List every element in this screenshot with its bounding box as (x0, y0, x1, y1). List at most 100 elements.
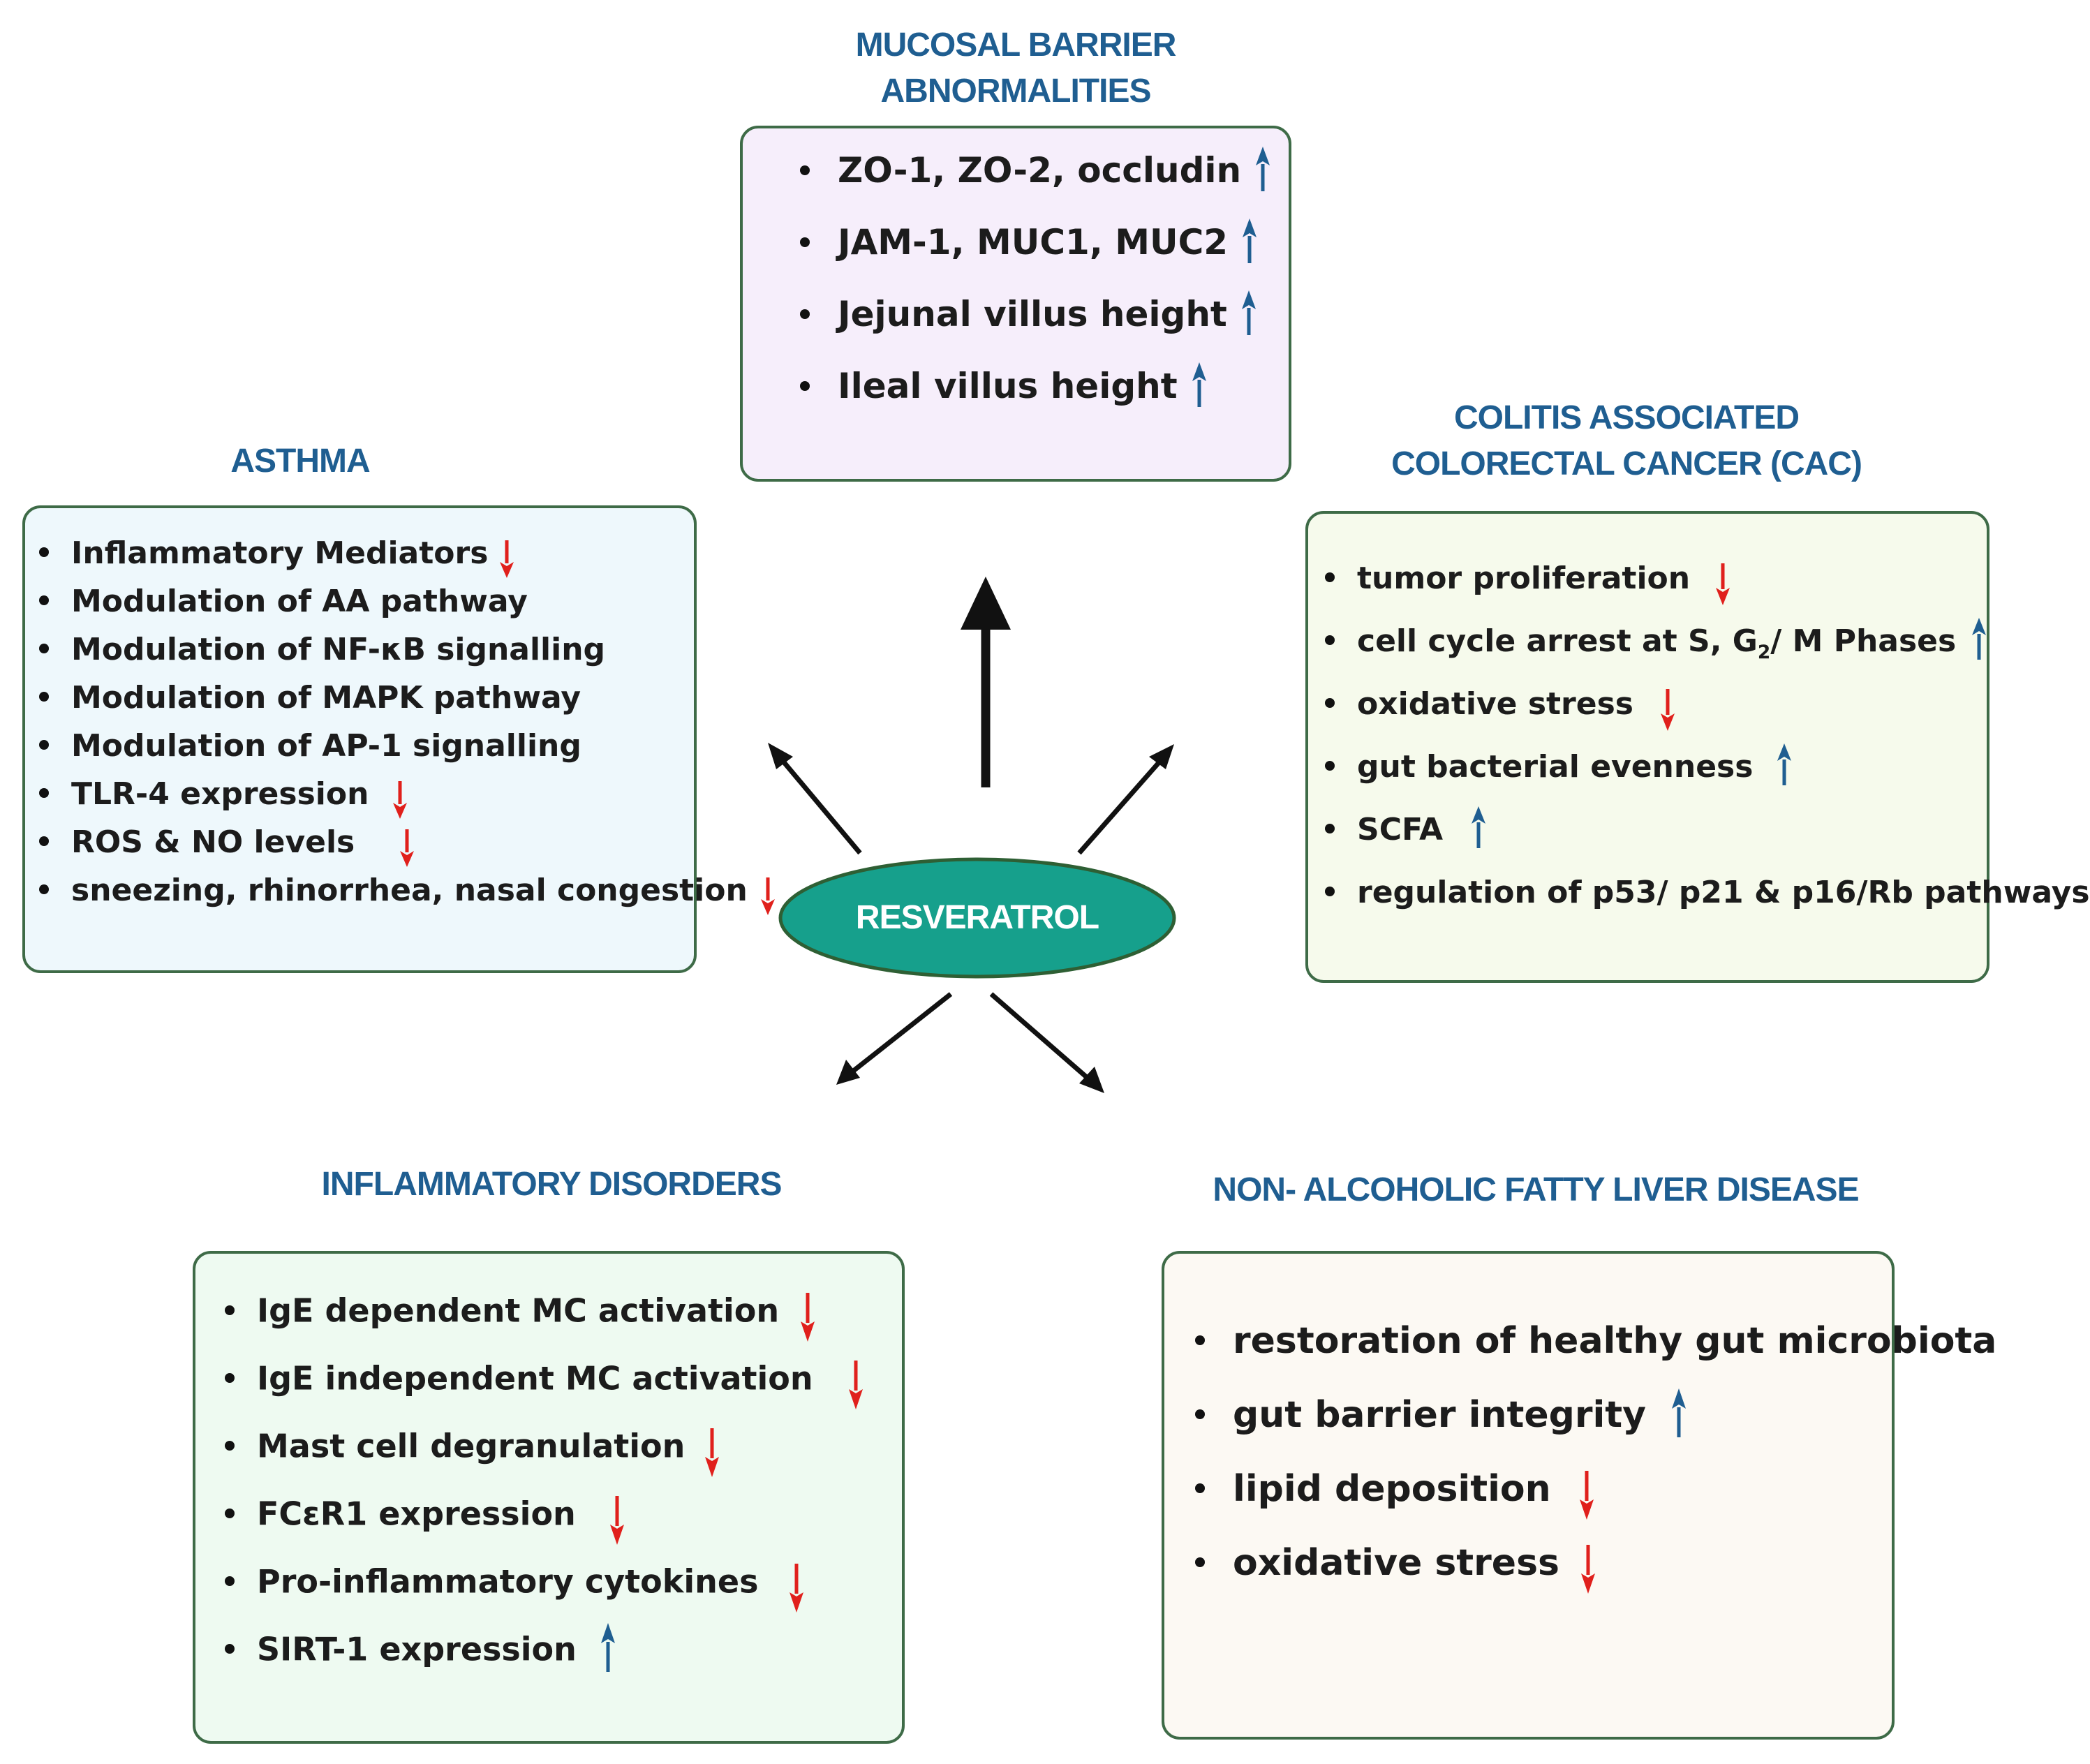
mucosal-title-line1: MUCOSAL BARRIER (855, 27, 1177, 64)
mucosal-title-line2: ABNORMALITIES (880, 73, 1152, 110)
inflammatory-item: Pro-inflammatory cytokines (225, 1559, 804, 1613)
bullet-icon (800, 165, 810, 175)
bullet-icon (1325, 572, 1335, 582)
asthma-item-text: ROS & NO levels (71, 824, 355, 860)
down-arrow-icon (704, 1428, 720, 1477)
asthma-item: Modulation of AA pathway (39, 581, 528, 621)
bullet-icon (39, 547, 49, 557)
bullet-icon (1195, 1409, 1205, 1419)
bullet-icon (225, 1509, 235, 1518)
resveratrol-ellipse (778, 857, 1176, 979)
inflammatory-item: Mast cell degranulation (225, 1424, 720, 1477)
asthma-item: Modulation of AP-1 signalling (39, 726, 581, 766)
bullet-icon (1325, 635, 1335, 645)
mucosal-box (740, 126, 1291, 482)
asthma-box (22, 505, 697, 973)
up-arrow-icon (600, 1623, 616, 1672)
asthma-item-text: Inflammatory Mediators (71, 535, 489, 571)
cac-box (1305, 511, 1989, 983)
asthma-item: ROS & NO levels (39, 822, 415, 867)
inflammatory-item-text: FCεR1 expression (257, 1495, 576, 1533)
asthma-item: Modulation of MAPK pathway (39, 678, 581, 718)
cac-item-text: tumor proliferation (1357, 561, 1691, 596)
cac-item: tumor proliferation (1325, 558, 1730, 605)
cac-item: SCFA (1325, 806, 1486, 852)
bullet-icon (800, 380, 810, 391)
bullet-icon (39, 740, 49, 750)
bullet-icon (1195, 1335, 1205, 1345)
inflammatory-item-text: Pro-inflammatory cytokines (257, 1562, 759, 1601)
down-arrow-icon (609, 1496, 625, 1545)
up-arrow-icon (1255, 146, 1270, 191)
asthma-item: sneezing, rhinorrhea, nasal congestion (39, 870, 776, 915)
asthma-item: Inflammatory Mediators (39, 533, 514, 578)
bullet-icon (225, 1305, 235, 1315)
bullet-icon (800, 237, 810, 247)
arrow-to-cac (1077, 744, 1174, 855)
nafld-item-text: oxidative stress (1233, 1542, 1559, 1584)
cac-item-text: cell cycle arrest at S, G2/ M Phases (1357, 623, 1957, 663)
asthma-item-text: Modulation of AA pathway (71, 584, 528, 619)
down-arrow-icon (399, 829, 415, 867)
bullet-icon (39, 884, 49, 894)
bullet-icon (39, 836, 49, 846)
cac-item: cell cycle arrest at S, G2/ M Phases (1325, 618, 1987, 672)
cac-item-text-sub: 2 (1757, 641, 1771, 663)
nafld-box (1162, 1251, 1895, 1740)
asthma-item-text: Modulation of NF-κB signalling (71, 632, 606, 667)
bullet-icon (1325, 824, 1335, 833)
up-arrow-icon (1471, 806, 1486, 848)
down-arrow-icon (499, 540, 514, 578)
nafld-item-text: restoration of healthy gut microbiota (1233, 1320, 1997, 1362)
bullet-icon (1195, 1557, 1205, 1567)
resveratrol-label: RESVERATROL (855, 899, 1099, 936)
inflammatory-item: IgE dependent MC activation (225, 1289, 815, 1342)
cac-item-text-post: / M Phases (1770, 623, 1957, 659)
mucosal-item: ZO-1, ZO-2, occludin (800, 146, 1270, 195)
down-arrow-icon (1579, 1471, 1594, 1520)
asthma-item-text: Modulation of MAPK pathway (71, 680, 581, 716)
cac-item-text: regulation of p53/ p21 & p16/Rb pathways (1357, 875, 2090, 910)
inflammatory-item-text: SIRT-1 expression (257, 1630, 577, 1668)
cac-title: COLITIS ASSOCIATED COLORECTAL CANCER (CA… (1382, 395, 1871, 487)
bullet-icon (39, 692, 49, 702)
down-arrow-icon (392, 781, 408, 819)
asthma-title: ASTHMA (230, 443, 370, 480)
down-arrow-icon (1580, 1545, 1596, 1594)
cac-item: gut bacterial evenness (1325, 743, 1792, 790)
cac-item-text-pre: cell cycle arrest at S, G (1357, 623, 1758, 659)
up-arrow-icon (1192, 362, 1207, 407)
inflammatory-title: INFLAMMATORY DISORDERS (321, 1166, 783, 1203)
bullet-icon (1325, 887, 1335, 896)
arrow-to-asthma (768, 743, 862, 855)
bullet-icon (225, 1576, 235, 1586)
bullet-icon (39, 595, 49, 605)
asthma-item-text: Modulation of AP-1 signalling (71, 728, 581, 764)
cac-title-line2: COLORECTAL CANCER (CAC) (1391, 445, 1862, 482)
up-arrow-icon (1242, 218, 1257, 263)
bullet-icon (1195, 1483, 1205, 1493)
cac-item-text: oxidative stress (1357, 686, 1633, 722)
nafld-item: lipid deposition (1195, 1466, 1594, 1520)
mucosal-item: Ileal villus height (800, 362, 1207, 411)
inflammatory-item-text: IgE dependent MC activation (257, 1291, 780, 1330)
mucosal-item: JAM-1, MUC1, MUC2 (800, 218, 1257, 267)
up-arrow-icon (1241, 290, 1257, 335)
down-arrow-icon (1660, 689, 1675, 731)
inflammatory-box (193, 1251, 905, 1744)
cac-item: regulation of p53/ p21 & p16/Rb pathways (1325, 873, 2090, 912)
arrow-to-nafld (989, 992, 1104, 1093)
inflammatory-item: SIRT-1 expression (225, 1623, 616, 1676)
nafld-item: oxidative stress (1195, 1540, 1596, 1594)
cac-item-text: gut bacterial evenness (1357, 749, 1754, 785)
mucosal-item-text: ZO-1, ZO-2, occludin (838, 150, 1242, 191)
mucosal-item: Jejunal villus height (800, 290, 1257, 339)
inflammatory-item: IgE independent MC activation (225, 1356, 864, 1409)
bullet-icon (225, 1441, 235, 1451)
mucosal-title: MUCOSAL BARRIER ABNORMALITIES (761, 22, 1270, 114)
connector-arrows (768, 577, 1176, 1093)
bullet-icon (800, 309, 810, 319)
inflammatory-item: FCεR1 expression (225, 1492, 625, 1545)
inflammatory-item-text: Mast cell degranulation (257, 1427, 685, 1465)
down-arrow-icon (789, 1564, 804, 1613)
